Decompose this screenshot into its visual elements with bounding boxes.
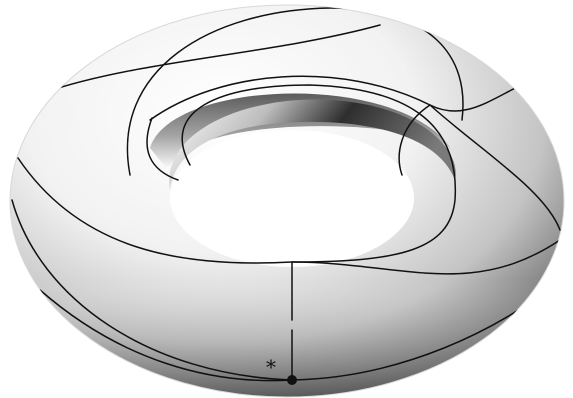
torus-hole bbox=[172, 133, 412, 267]
marker-asterisk: * bbox=[266, 355, 276, 379]
marked-point bbox=[287, 375, 297, 385]
